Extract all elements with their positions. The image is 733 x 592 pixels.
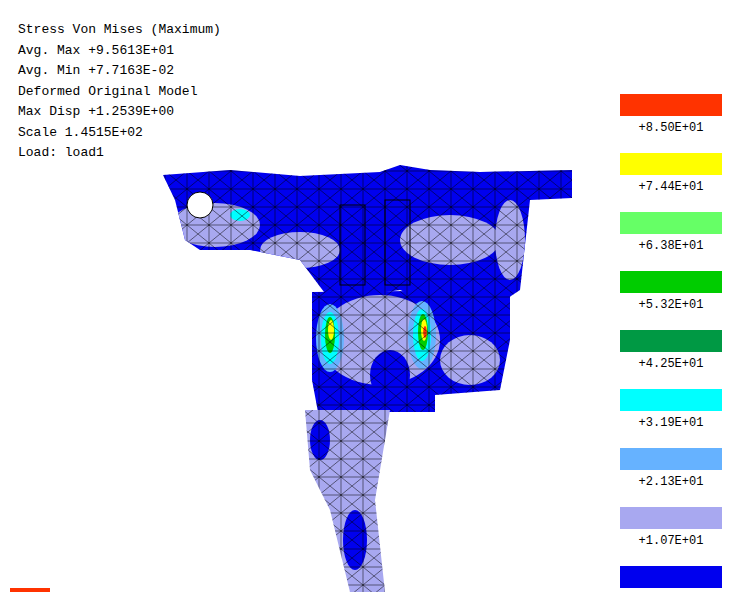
info-line: Stress Von Mises (Maximum) [18, 22, 221, 38]
legend-swatch [620, 448, 722, 470]
info-line: Avg. Min +7.7163E-02 [18, 63, 174, 79]
legend-value: +2.13E+01 [620, 475, 722, 489]
legend-swatch [620, 330, 722, 352]
info-line: Scale 1.4515E+02 [18, 125, 143, 141]
legend-value: +5.32E+01 [620, 298, 722, 312]
legend-swatch [620, 389, 722, 411]
legend-value: +6.38E+01 [620, 239, 722, 253]
legend-swatch [620, 212, 722, 234]
legend-value: +7.44E+01 [620, 180, 722, 194]
info-line: Deformed Original Model [18, 84, 197, 100]
legend-swatch [620, 271, 722, 293]
legend-swatch [620, 507, 722, 529]
legend-swatch [620, 153, 722, 175]
info-line: Avg. Max +9.5613E+01 [18, 43, 174, 59]
legend-value: +1.07E+01 [620, 534, 722, 548]
info-line: Load: load1 [18, 145, 104, 161]
legend-swatch [620, 94, 722, 116]
legend-value: +8.50E+01 [620, 121, 722, 135]
legend-value: +4.25E+01 [620, 357, 722, 371]
legend-value: +3.19E+01 [620, 416, 722, 430]
legend-swatch [620, 566, 722, 588]
corner-mark [10, 588, 50, 592]
info-line: Max Disp +1.2539E+00 [18, 104, 174, 120]
